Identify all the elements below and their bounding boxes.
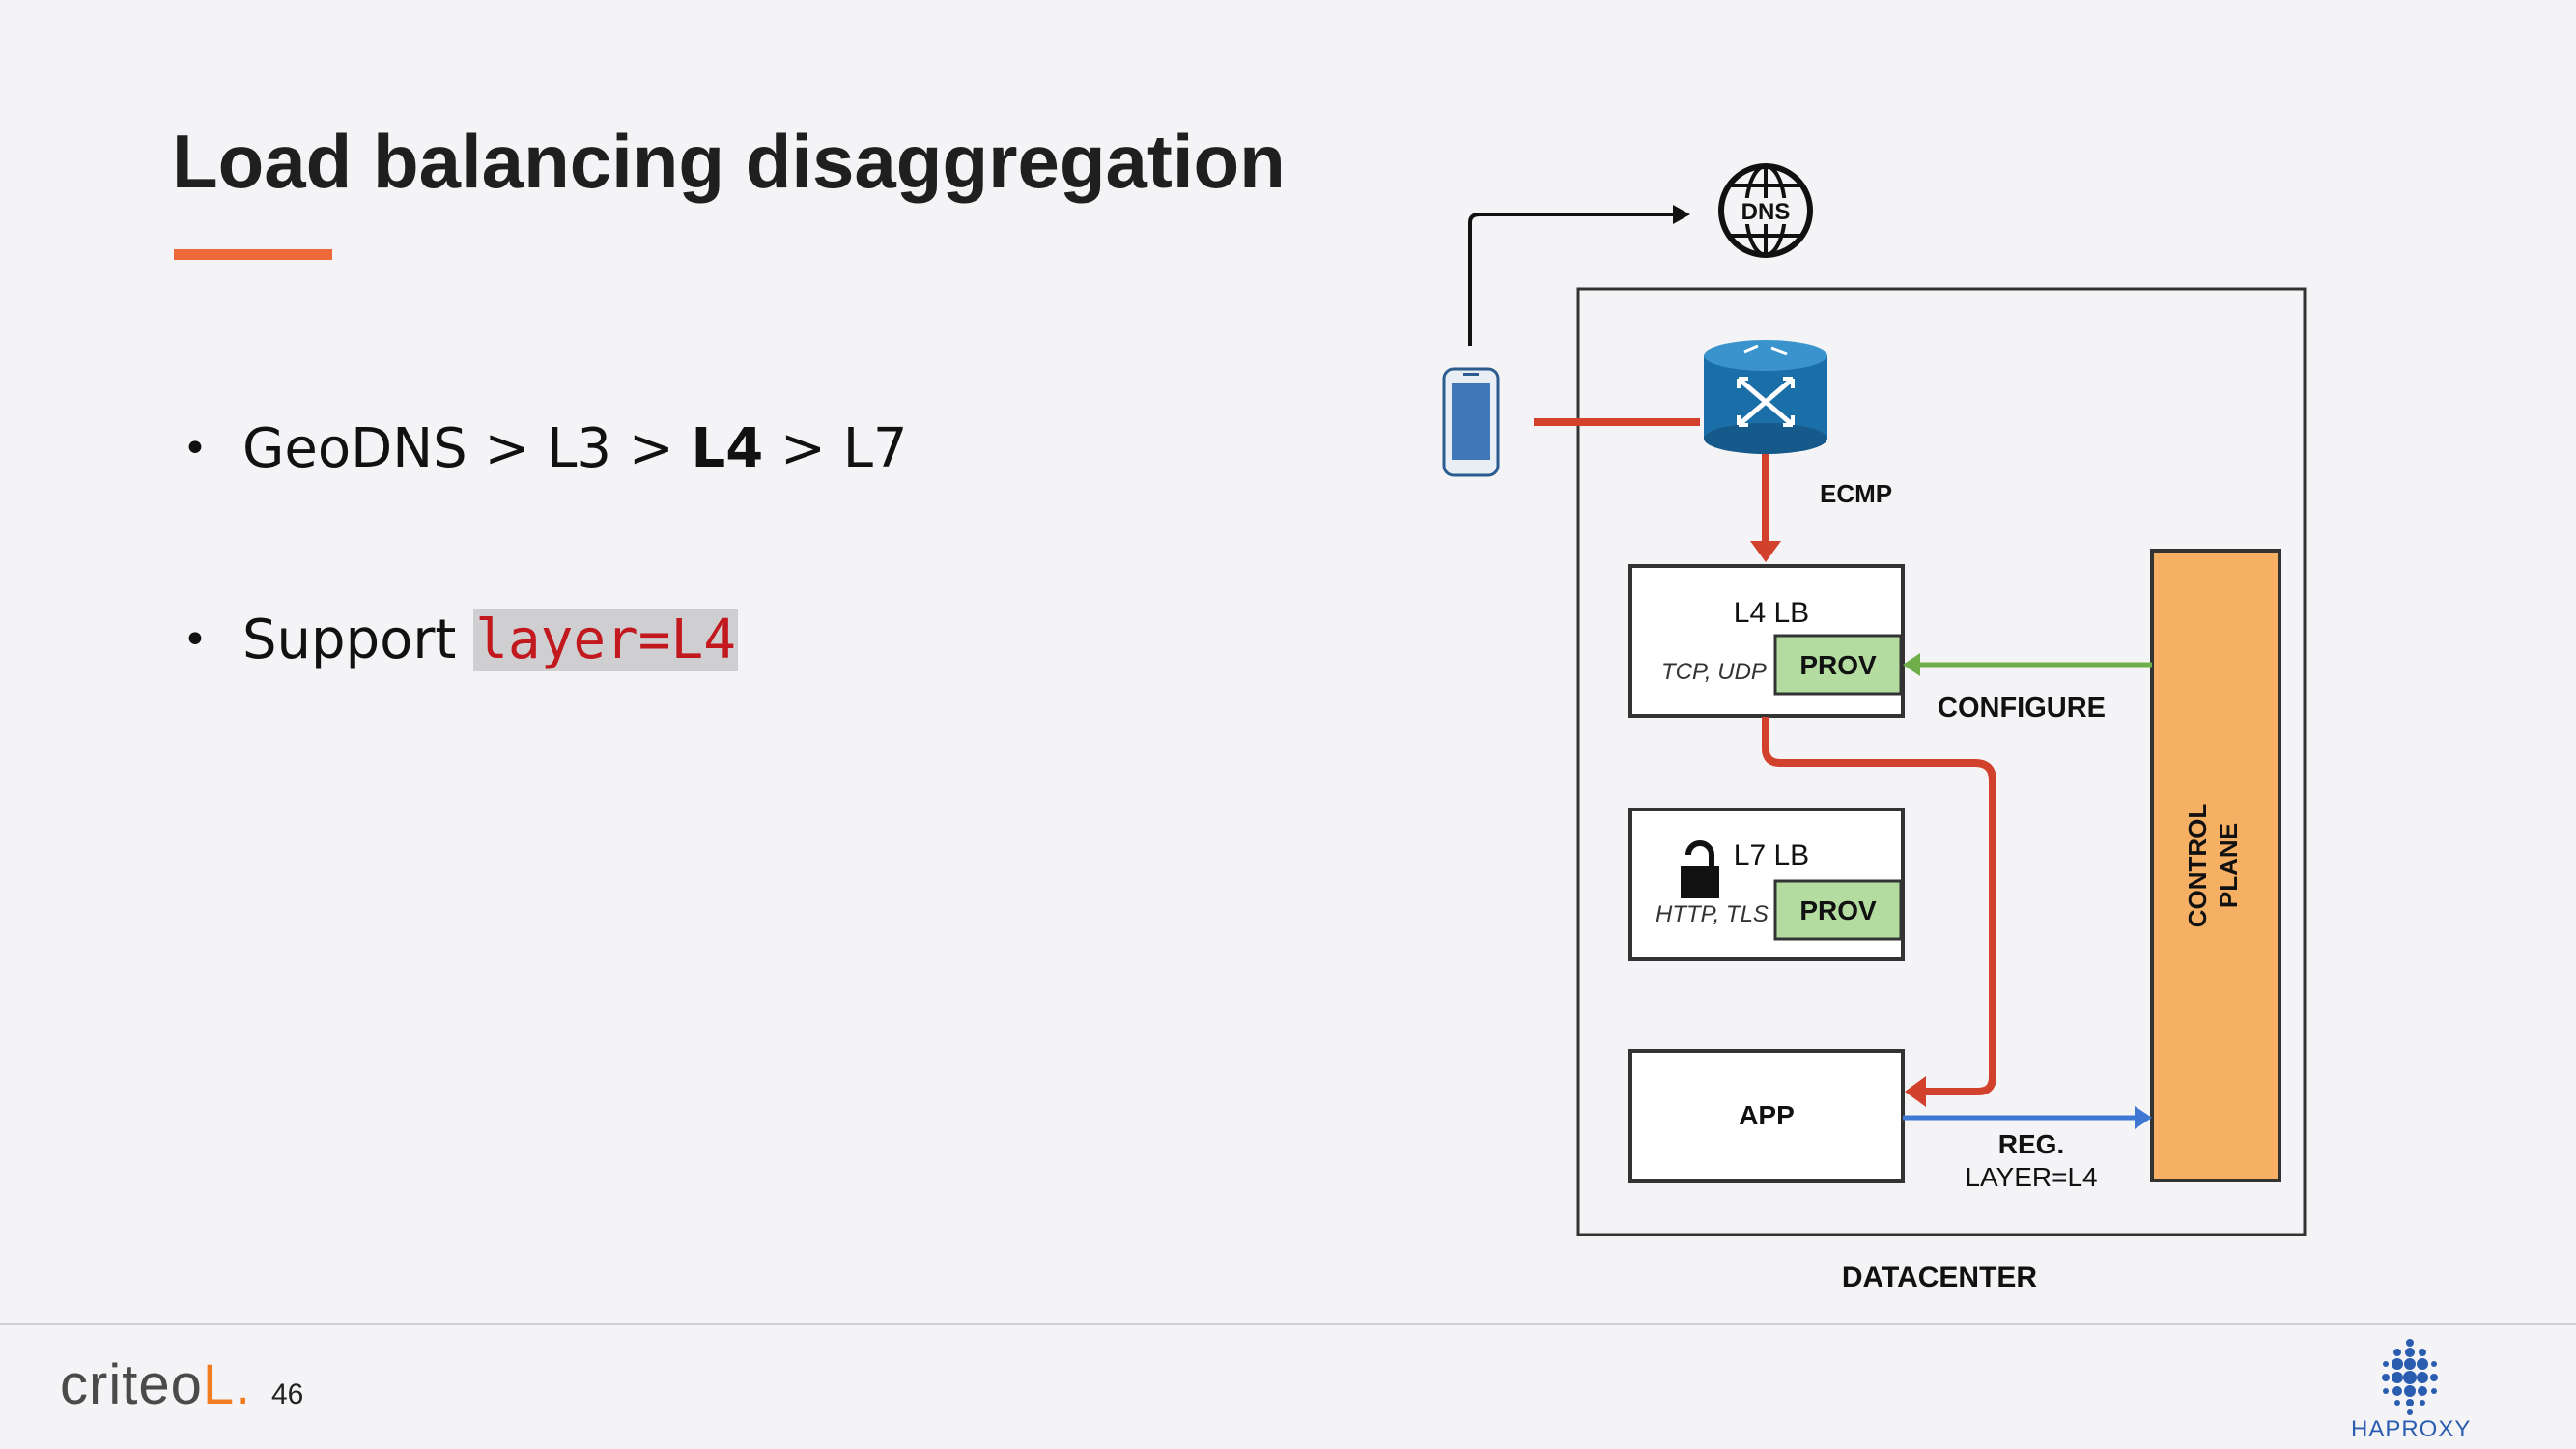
bullet-dot-icon: • (183, 615, 208, 665)
router-icon (1704, 340, 1827, 454)
dns-label: DNS (1741, 199, 1791, 225)
l7-lb-protocols: HTTP, TLS (1656, 901, 1769, 927)
bullet-item-1: • GeoDNS > L3 > L4 > L7 (179, 415, 908, 483)
configure-arrowhead (1903, 653, 1920, 676)
router-to-l4-arrowhead (1750, 541, 1781, 562)
l4-lb-box: L4 LB TCP, UDP PROV (1628, 564, 1905, 718)
datacenter-box (1576, 287, 2307, 1236)
l4-to-app-flow (1762, 717, 1996, 1095)
bullet-text-part: > L7 (763, 417, 908, 480)
l7-lb-title: L7 LB (1734, 839, 1809, 871)
datacenter-label: DATACENTER (1842, 1262, 2038, 1293)
reg-label-line2: LAYER=L4 (1965, 1162, 2097, 1192)
criteo-logo-text: criteo (60, 1353, 203, 1416)
title-underline (174, 249, 332, 260)
dns-arrowhead (1673, 205, 1690, 224)
bullet-list: • GeoDNS > L3 > L4 > L7 • Support layer=… (179, 415, 908, 671)
haproxy-logo-icon (2382, 1339, 2438, 1415)
l4-lb-title: L4 LB (1734, 597, 1809, 629)
lock-icon (1681, 840, 1719, 898)
bullet-dot-icon: • (183, 424, 208, 473)
criteo-logo-mark-icon: L. (202, 1353, 252, 1416)
control-plane-line2: PLANE (2214, 823, 2243, 908)
l7-prov-label: PROV (1799, 895, 1877, 925)
dns-globe-icon: DNS (1718, 163, 1813, 258)
slide-title: Load balancing disaggregation (172, 119, 1286, 204)
app-label: APP (1739, 1100, 1795, 1130)
reg-label-line1: REG. (1998, 1129, 2064, 1159)
footer-divider (0, 1323, 2576, 1325)
l4-prov-label: PROV (1799, 650, 1877, 680)
mobile-phone-icon (1442, 367, 1500, 477)
page-number: 46 (271, 1378, 304, 1410)
configure-label: CONFIGURE (1938, 693, 2106, 724)
control-plane-box: CONTROL PLANE (2150, 549, 2281, 1182)
control-plane-line1: CONTROL (2183, 804, 2212, 928)
l4-to-app-arrowhead (1905, 1076, 1926, 1107)
phone-to-dns-arrow (1468, 213, 1683, 346)
l4-lb-protocols: TCP, UDP (1661, 659, 1767, 685)
bullet-prefix: Support (242, 609, 474, 671)
haproxy-logo-text: HAPROXY (2351, 1416, 2472, 1442)
l7-lb-box: L7 LB HTTP, TLS PROV (1628, 808, 1905, 961)
ecmp-label: ECMP (1820, 479, 1892, 508)
bullet-text-part: GeoDNS > L3 > (242, 417, 692, 480)
register-arrowhead (2135, 1106, 2152, 1129)
bullet-text-bold: L4 (691, 417, 764, 480)
architecture-diagram: DNS ECMP L4 LB TCP, UDP PROV L7 LB (1442, 163, 2307, 1293)
app-box: APP (1628, 1049, 1905, 1183)
criteo-logo: criteoL. (60, 1352, 251, 1417)
code-snippet: layer=L4 (473, 609, 738, 671)
bullet-item-2: • Support layer=L4 (179, 607, 908, 674)
